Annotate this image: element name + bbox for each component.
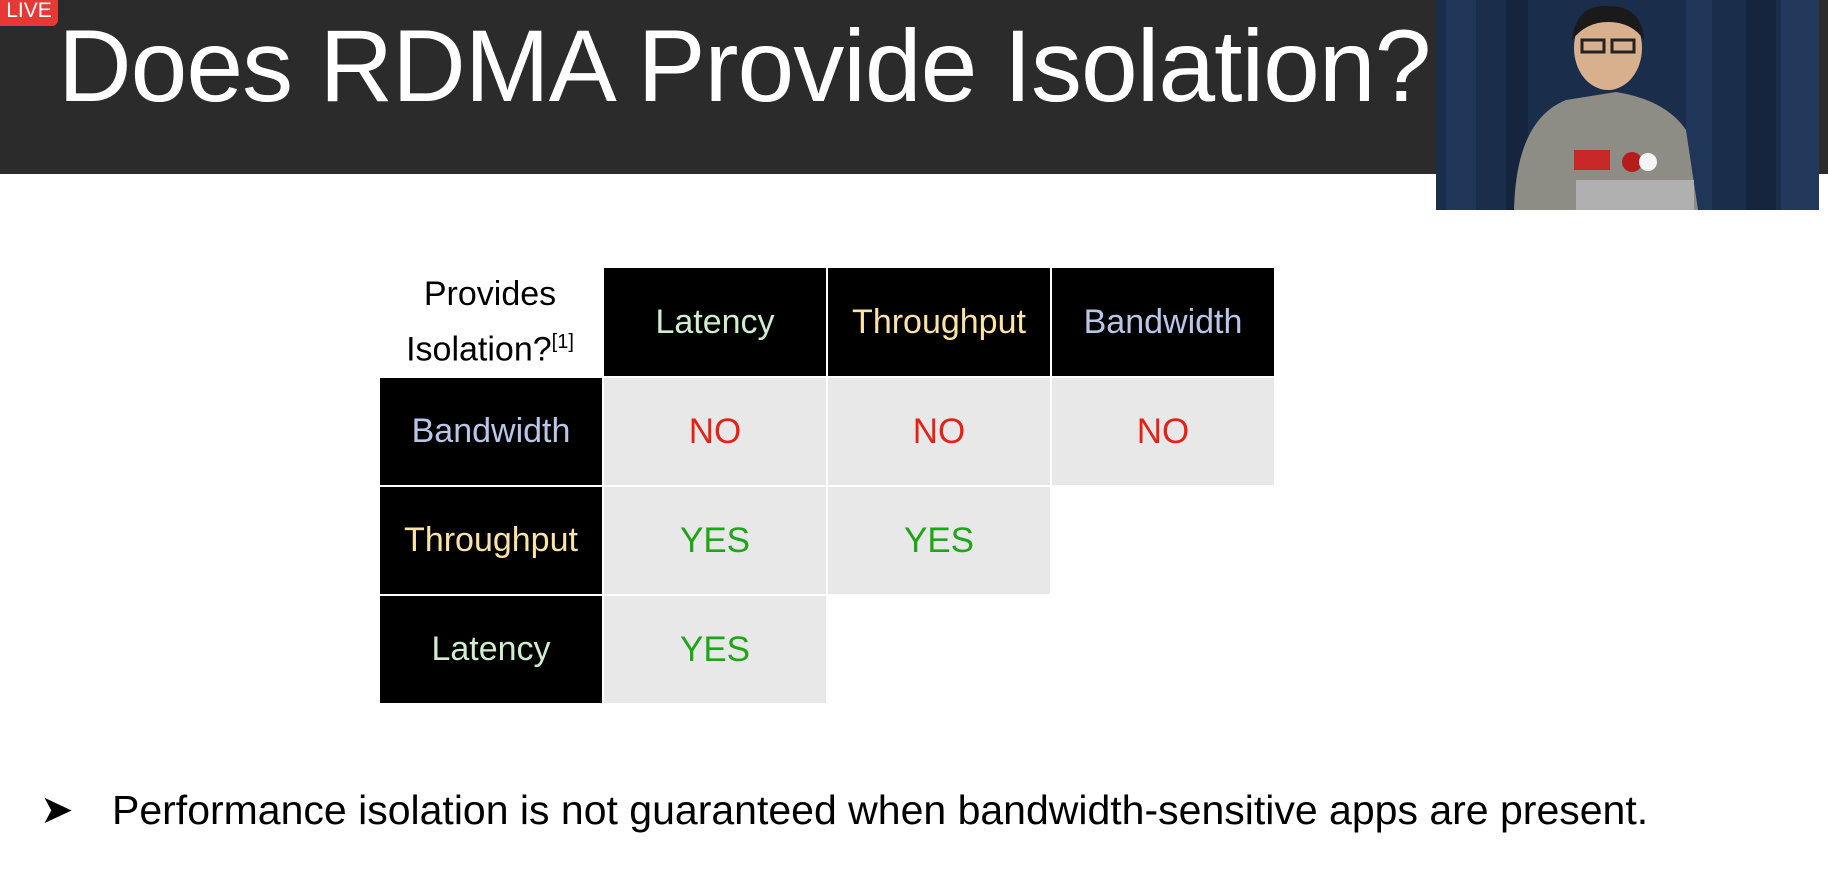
cell-bandwidth-bandwidth: NO: [1052, 378, 1274, 485]
column-header-bandwidth: Bandwidth: [1052, 268, 1274, 376]
cell-bandwidth-throughput: NO: [828, 378, 1050, 485]
live-badge: LIVE: [0, 0, 58, 26]
corner-label-line2: Isolation?[1]: [406, 330, 574, 369]
cell-bandwidth-latency: NO: [604, 378, 826, 485]
row-header-latency: Latency: [380, 596, 602, 703]
row-header-bandwidth: Bandwidth: [380, 378, 602, 485]
cell-latency-latency: YES: [604, 596, 826, 703]
cell-throughput-throughput: YES: [828, 487, 1050, 594]
column-header-latency: Latency: [604, 268, 826, 376]
speaker-video: [1436, 0, 1819, 210]
corner-label-line1: Provides: [423, 275, 557, 314]
cell-throughput-latency: YES: [604, 487, 826, 594]
speaker-video-frame: [1436, 0, 1819, 210]
column-header-throughput: Throughput: [828, 268, 1050, 376]
row-header-throughput: Throughput: [380, 487, 602, 594]
slide-title: Does RDMA Provide Isolation?: [58, 9, 1431, 123]
table-corner-label: Provides Isolation?[1]: [380, 268, 600, 376]
bullet-point: ➤ Performance isolation is not guarantee…: [40, 782, 1648, 838]
citation-ref: [1]: [551, 331, 574, 354]
arrow-bullet-icon: ➤: [40, 788, 74, 832]
bullet-text: Performance isolation is not guaranteed …: [112, 786, 1649, 833]
